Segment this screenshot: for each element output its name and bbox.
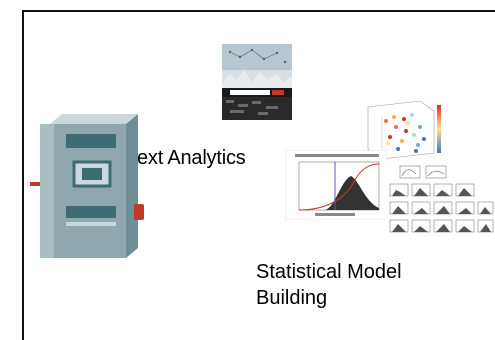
server-cabinet-icon [30, 114, 144, 258]
plot-grid-image [386, 162, 495, 240]
book-cover-image [222, 44, 292, 120]
distribution-plot-image [285, 150, 387, 220]
statistical-model-label: Statistical Model Building [256, 259, 456, 311]
statistical-model-line2: Building [256, 287, 328, 309]
slide-frame [22, 10, 495, 340]
statistical-model-line1: Statistical Model [256, 261, 402, 283]
text-analytics-label: ext Analytics [137, 147, 246, 169]
